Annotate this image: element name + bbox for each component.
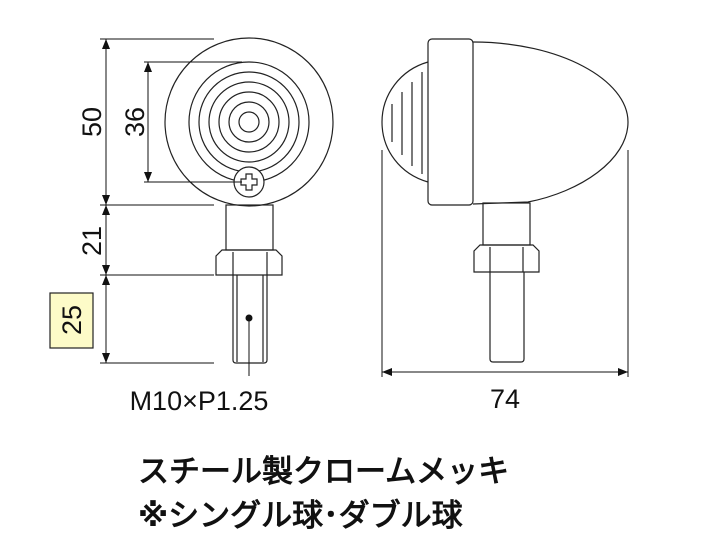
body — [472, 41, 629, 205]
bulb-type-note: ※シングル球･ダブル球 — [138, 498, 463, 534]
hex-nut — [215, 249, 283, 276]
lens-ribs — [391, 72, 423, 174]
height-dimensions: 50 36 21 25 M10×P1.25 — [49, 38, 269, 416]
front-view — [164, 37, 334, 376]
lens-rings — [188, 61, 310, 183]
dim-stem-length: 21 — [77, 226, 107, 256]
housing-outline — [164, 37, 334, 207]
side-view: 74 — [381, 38, 629, 414]
thread-spec: M10×P1.25 — [130, 386, 269, 416]
dim-lens-diameter: 36 — [120, 107, 150, 137]
material-note: スチール製クロームメッキ — [138, 454, 510, 490]
side-bolt — [489, 272, 525, 363]
highlight-box — [49, 292, 94, 349]
dim-total-height: 50 — [77, 107, 107, 137]
stem — [225, 204, 274, 251]
dim-total-depth: 74 — [490, 384, 520, 414]
bolt — [232, 275, 268, 364]
side-stem — [482, 202, 531, 246]
side-hex-nut — [473, 244, 540, 273]
dim-bolt-length: 25 — [57, 305, 87, 335]
bezel — [427, 38, 474, 206]
lens — [381, 61, 429, 183]
